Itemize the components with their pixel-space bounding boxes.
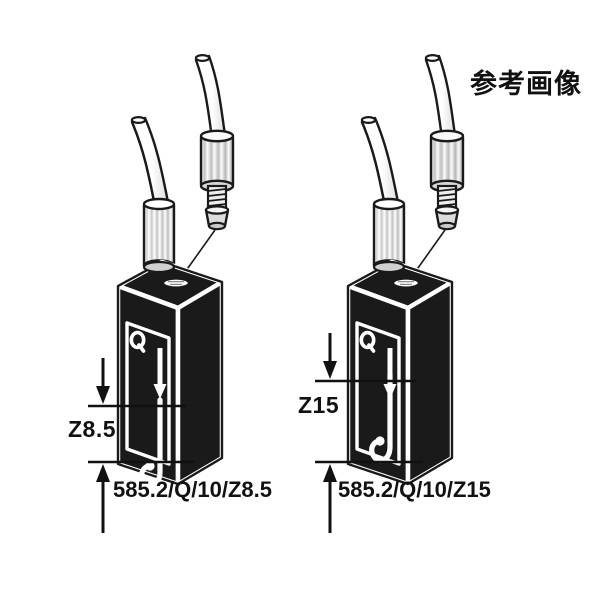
part-number-label-right: 585.2/Q/10/Z15 [338,477,491,502]
z-callout-left [88,358,186,408]
height-callout-right [315,460,423,533]
part-number-label-left: 585.2/Q/10/Z8.5 [113,477,272,502]
cuvette-left [118,55,233,485]
reference-image-caption: 参考画像 [470,69,582,100]
cuvette-right [348,55,463,484]
z-callout-right [315,333,416,383]
z-dimension-label-right: Z15 [298,392,340,418]
z-dimension-label-left: Z8.5 [68,416,117,442]
height-callout-left [88,460,195,533]
